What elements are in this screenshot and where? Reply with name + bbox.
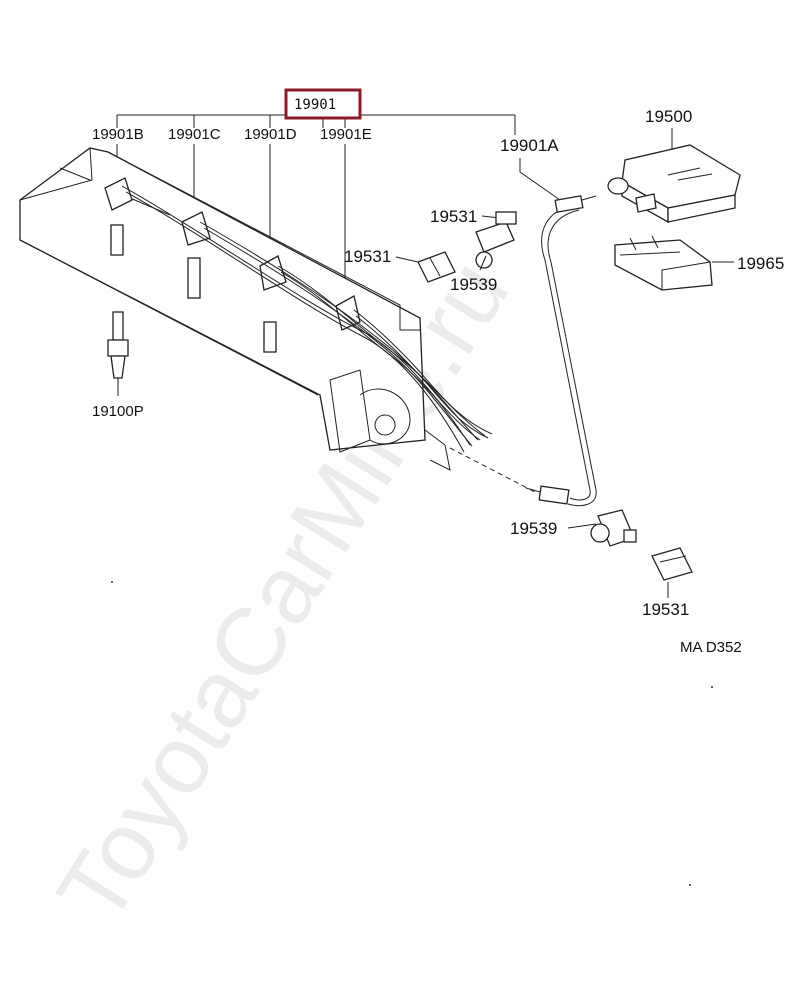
dashed-guide [449,447,536,493]
diagram-code: MA D352 [680,639,742,656]
grommet-top[interactable] [475,211,517,269]
grommet-bottom[interactable] [590,509,637,547]
part-19901c-label[interactable]: 19901C [168,126,221,143]
part-19531-top-label[interactable]: 19531 [430,207,477,226]
part-19901d-label[interactable]: 19901D [244,126,297,143]
ignition-coil[interactable] [607,144,741,224]
part-19901e-label[interactable]: 19901E [320,126,372,143]
coil-bracket[interactable] [614,235,713,291]
part-19539-top-label[interactable]: 19539 [450,275,497,294]
part-19539-bottom-label[interactable]: 19539 [510,519,557,538]
part-19100p-label[interactable]: 19100P [92,403,144,420]
clamp-bottom[interactable] [651,547,693,581]
part-19901a-label[interactable]: 19901A [500,136,559,155]
part-19901b-label[interactable]: 19901B [92,126,144,143]
plug-tubes [110,224,277,353]
valve-cover [19,147,451,471]
part-19500-label[interactable]: 19500 [645,107,692,126]
clamp-left[interactable] [417,251,456,283]
spark-plug-wires [121,185,493,453]
part-19901-label[interactable]: 19901 [294,97,336,113]
part-19531-bottom-label[interactable]: 19531 [642,600,689,619]
ignition-boots [104,177,361,331]
spark-plug[interactable] [107,311,129,396]
part-19965-label[interactable]: 19965 [737,254,784,273]
part-19531-left-label[interactable]: 19531 [344,247,391,266]
part-19901-callout[interactable]: 19901 [284,88,362,120]
coil-wire[interactable] [525,195,597,507]
